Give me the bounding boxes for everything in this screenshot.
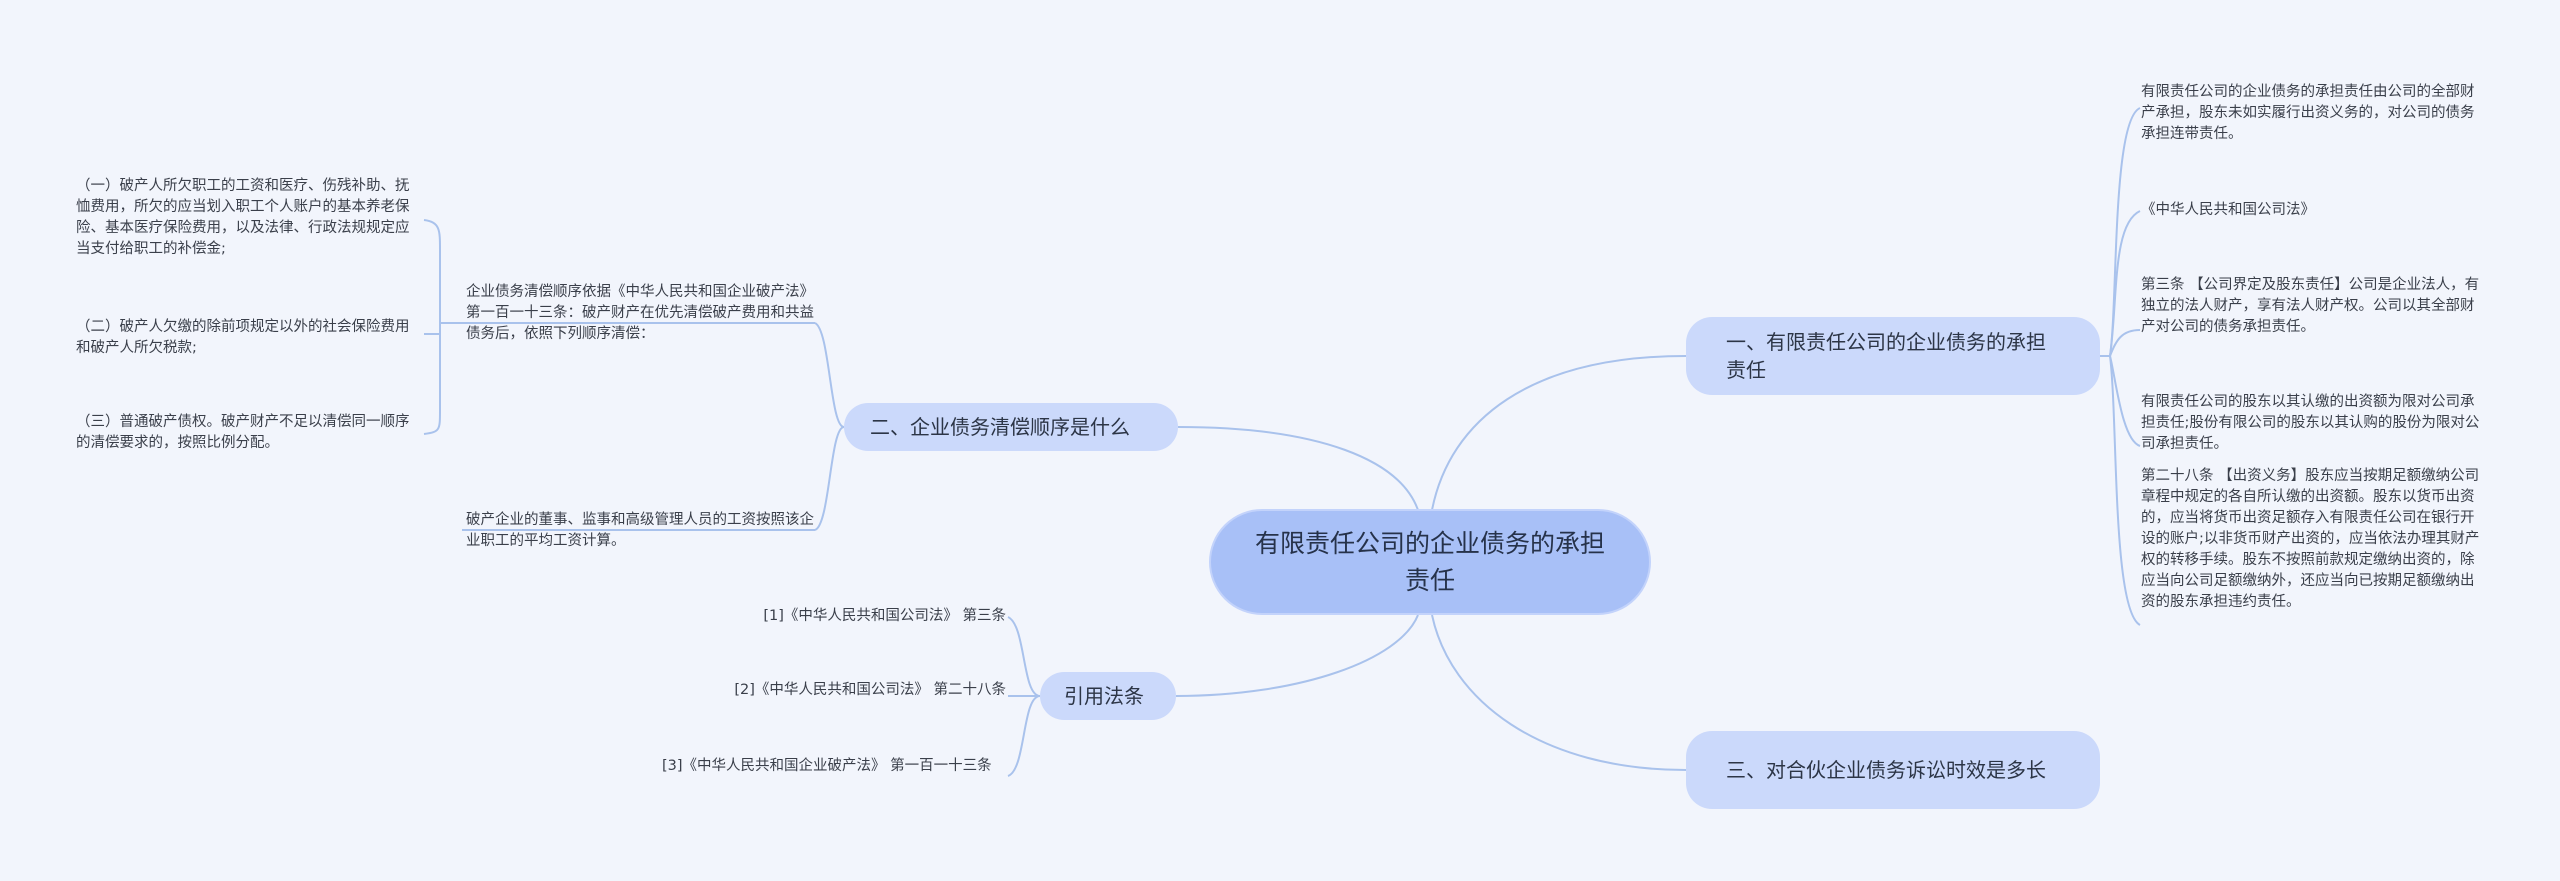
link-b2-mid1 bbox=[814, 322, 845, 428]
leaf-company-law-ref: 《中华人民共和国公司法》 bbox=[2141, 202, 2315, 218]
link-b1-leaf5 bbox=[2109, 355, 2141, 626]
root-topic[interactable]: 有限责任公司的企业债务的承担责任 bbox=[1209, 509, 1651, 615]
link-b1-leaf4 bbox=[2109, 355, 2141, 447]
sub-bracket bbox=[423, 219, 441, 435]
link-root-b4 bbox=[1431, 614, 1687, 771]
leaf-order-2: （二）破产人欠缴的除前项规定以外的社会保险费用和破产人所欠税款; bbox=[76, 319, 410, 356]
leaf-citation-3: [3]《中华人民共和国企业破产法》 第一百一十三条 bbox=[662, 758, 992, 774]
leaf-order-3: （三）普通破产债权。破产财产不足以清偿同一顺序的清偿要求的，按照比例分配。 bbox=[76, 414, 410, 451]
branch-limitation-period-label: 三、对合伙企业债务诉讼时效是多长 bbox=[1726, 758, 2046, 782]
leaf-repayment-basis: 企业债务清偿顺序依据《中华人民共和国企业破产法》第一百一十三条：破产财产在优先清… bbox=[466, 284, 814, 342]
branch-liability-label: 一、有限责任公司的企业债务的承担责任 bbox=[1726, 330, 2046, 382]
link-root-b2 bbox=[1177, 426, 1419, 511]
link-b3-leaf1 bbox=[1007, 616, 1041, 697]
leaf-article-28: 第二十八条 【出资义务】股东应当按期足额缴纳公司章程中规定的各自所认缴的出资额。… bbox=[2141, 468, 2480, 610]
root-topic-label: 有限责任公司的企业债务的承担责任 bbox=[1254, 529, 1605, 595]
link-b1-leaf2 bbox=[2109, 210, 2141, 357]
branch-limitation-period[interactable]: 三、对合伙企业债务诉讼时效是多长 bbox=[1686, 731, 2100, 809]
leaf-order-1: （一）破产人所欠职工的工资和医疗、伤残补助、抚恤费用，所欠的应当划入职工个人账户… bbox=[76, 178, 410, 257]
branch-cited-laws[interactable]: 引用法条 bbox=[1040, 672, 1176, 720]
branch-repayment-order-label: 二、企业债务清偿顺序是什么 bbox=[870, 415, 1130, 439]
leaf-citation-2: [2]《中华人民共和国公司法》 第二十八条 bbox=[734, 682, 1006, 698]
branch-cited-laws-label: 引用法条 bbox=[1064, 684, 1144, 708]
leaf-citation-1: [1]《中华人民共和国公司法》 第三条 bbox=[763, 608, 1006, 624]
leaf-article-3: 第三条 【公司界定及股东责任】公司是企业法人，有独立的法人财产，享有法人财产权。… bbox=[2141, 277, 2480, 335]
link-root-b3 bbox=[1175, 614, 1419, 697]
branch-repayment-order[interactable]: 二、企业债务清偿顺序是什么 bbox=[844, 403, 1178, 451]
leaf-director-wages: 破产企业的董事、监事和高级管理人员的工资按照该企业职工的平均工资计算。 bbox=[466, 512, 814, 549]
link-b3-leaf3 bbox=[1007, 695, 1041, 777]
link-b1-leaf3 bbox=[2109, 329, 2141, 357]
leaf-liability-1: 有限责任公司的企业债务的承担责任由公司的全部财产承担，股东未如实履行出资义务的，… bbox=[2141, 84, 2475, 142]
link-root-b1 bbox=[1431, 355, 1687, 511]
branch-liability[interactable]: 一、有限责任公司的企业债务的承担责任 bbox=[1686, 317, 2100, 395]
leaf-shareholder-liability: 有限责任公司的股东以其认缴的出资额为限对公司承担责任;股份有限公司的股东以其认购… bbox=[2141, 394, 2480, 452]
link-b2-mid2 bbox=[814, 426, 845, 531]
